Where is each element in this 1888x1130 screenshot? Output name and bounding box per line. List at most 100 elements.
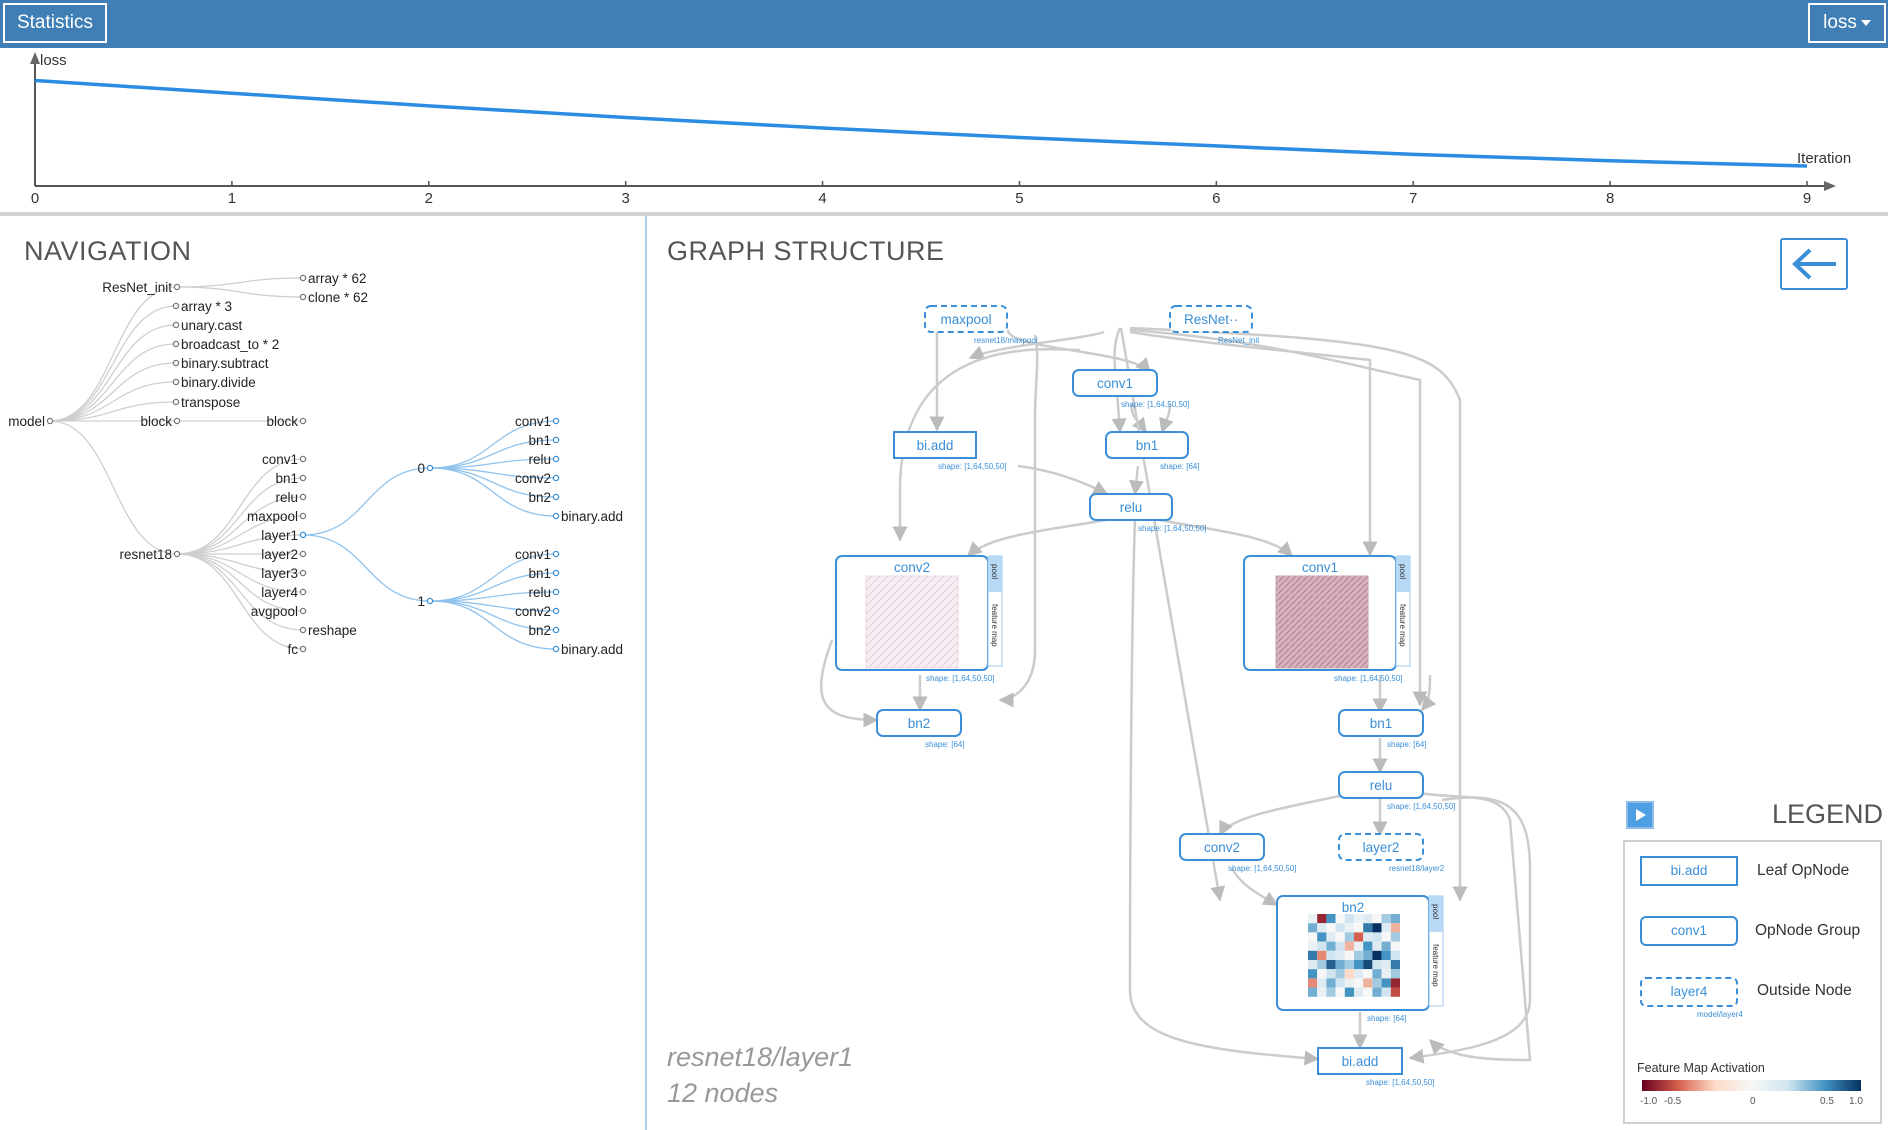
nav-node-b0-add[interactable]: binary.add xyxy=(552,509,623,524)
nav-node-block1[interactable]: block xyxy=(140,414,181,429)
nav-node-resnet-init[interactable]: ResNet_init xyxy=(102,280,181,295)
nav-node-b1[interactable]: 1 xyxy=(417,594,434,609)
nav-edge xyxy=(176,286,304,298)
nav-node-subtract[interactable]: binary.subtract xyxy=(172,356,269,371)
heatmap-cell xyxy=(1317,950,1327,960)
heatmap-cell xyxy=(1335,950,1345,960)
feature-map-image xyxy=(865,575,959,669)
nav-node-fc[interactable]: fc xyxy=(287,642,307,657)
nav-edge xyxy=(176,553,304,650)
nav-node-layer2[interactable]: layer2 xyxy=(261,547,307,562)
nav-node-dot xyxy=(172,302,180,310)
nav-node-divide[interactable]: binary.divide xyxy=(172,375,256,390)
nav-node-label: transpose xyxy=(181,395,240,410)
graph-node-resnet[interactable]: ResNet··ResNet_init xyxy=(1169,305,1260,345)
nav-node-dot xyxy=(299,274,307,282)
heatmap-cell xyxy=(1335,969,1345,979)
x-axis-label: Iteration xyxy=(1797,150,1851,167)
nav-node-dot xyxy=(552,550,560,558)
nav-node-layer1[interactable]: layer1 xyxy=(261,528,307,543)
metric-dropdown[interactable]: loss xyxy=(1808,3,1886,43)
nav-node-b1-bn2[interactable]: bn2 xyxy=(528,623,560,638)
pool-tab[interactable] xyxy=(1396,556,1410,592)
nav-node-b1-relu[interactable]: relu xyxy=(528,585,560,600)
nav-edge xyxy=(302,534,431,602)
x-tick-label: 1 xyxy=(228,190,236,207)
nav-node-b0-conv2[interactable]: conv2 xyxy=(515,471,560,486)
legend-group-label: OpNode Group xyxy=(1755,922,1861,939)
nav-node-b0-conv1[interactable]: conv1 xyxy=(515,414,560,429)
nav-node-avgpool[interactable]: avgpool xyxy=(251,604,307,619)
legend-leaf-label: Leaf OpNode xyxy=(1757,862,1850,879)
nav-node-resnet18[interactable]: resnet18 xyxy=(119,547,181,562)
nav-node-b0-relu[interactable]: relu xyxy=(528,452,560,467)
nav-node-dot xyxy=(299,626,307,634)
nav-node-array3[interactable]: array * 3 xyxy=(172,299,232,314)
nav-node-conv1[interactable]: conv1 xyxy=(262,452,307,467)
nav-node-unary-cast[interactable]: unary.cast xyxy=(172,318,243,333)
nav-edge xyxy=(49,420,178,555)
nav-node-b1-conv2[interactable]: conv2 xyxy=(515,604,560,619)
graph-node-shape: shape: [1,64,50,50] xyxy=(1228,864,1297,873)
nav-node-array62[interactable]: array * 62 xyxy=(299,271,367,286)
nav-edge xyxy=(176,458,304,555)
heatmap-cell xyxy=(1308,978,1318,988)
nav-edge xyxy=(429,572,557,602)
nav-node-transpose[interactable]: transpose xyxy=(172,395,240,410)
graph-node-box xyxy=(1338,771,1424,799)
nav-node-dot xyxy=(426,464,434,472)
nav-node-dot xyxy=(552,626,560,634)
nav-node-label: clone * 62 xyxy=(308,290,368,305)
heatmap-cell xyxy=(1372,932,1382,942)
nav-node-maxpool[interactable]: maxpool xyxy=(247,509,307,524)
nav-node-clone62[interactable]: clone * 62 xyxy=(299,290,368,305)
nav-node-layer4[interactable]: layer4 xyxy=(261,585,307,600)
vertical-divider[interactable] xyxy=(645,216,647,1130)
nav-node-relu[interactable]: relu xyxy=(275,490,307,505)
nav-node-model[interactable]: model xyxy=(8,414,54,429)
nav-node-block2[interactable]: block xyxy=(266,414,307,429)
heatmap-cell xyxy=(1308,941,1318,951)
nav-node-b0-bn1[interactable]: bn1 xyxy=(528,433,560,448)
nav-node-reshape[interactable]: reshape xyxy=(299,623,357,638)
back-button[interactable] xyxy=(1780,238,1848,290)
pool-tab-label: pool xyxy=(990,564,999,579)
nav-node-bn1[interactable]: bn1 xyxy=(275,471,307,486)
nav-node-b1-conv1[interactable]: conv1 xyxy=(515,547,560,562)
pool-tab[interactable] xyxy=(1429,896,1443,932)
nav-edge xyxy=(302,467,431,536)
graph-node-shape: shape: [64] xyxy=(1367,1014,1407,1023)
nav-node-b0[interactable]: 0 xyxy=(417,461,434,476)
nav-node-b1-bn1[interactable]: bn1 xyxy=(528,566,560,581)
nav-node-layer3[interactable]: layer3 xyxy=(261,566,307,581)
legend-toggle-button[interactable] xyxy=(1626,801,1654,829)
nav-node-b0-bn2[interactable]: bn2 xyxy=(528,490,560,505)
heatmap-cell xyxy=(1317,960,1327,970)
heatmap-cell xyxy=(1372,978,1382,988)
nav-node-label: binary.add xyxy=(561,642,623,657)
nav-edge xyxy=(49,362,177,422)
heatmap-cell xyxy=(1344,950,1354,960)
nav-node-b1-add[interactable]: binary.add xyxy=(552,642,623,657)
pool-tab[interactable] xyxy=(988,556,1002,592)
heatmap-cell xyxy=(1326,978,1336,988)
statistics-button[interactable]: Statistics xyxy=(3,3,107,43)
heatmap-cell xyxy=(1326,941,1336,951)
nav-edge xyxy=(429,591,557,602)
heatmap-cell xyxy=(1390,950,1400,960)
nav-node-broadcast[interactable]: broadcast_to * 2 xyxy=(172,337,279,352)
